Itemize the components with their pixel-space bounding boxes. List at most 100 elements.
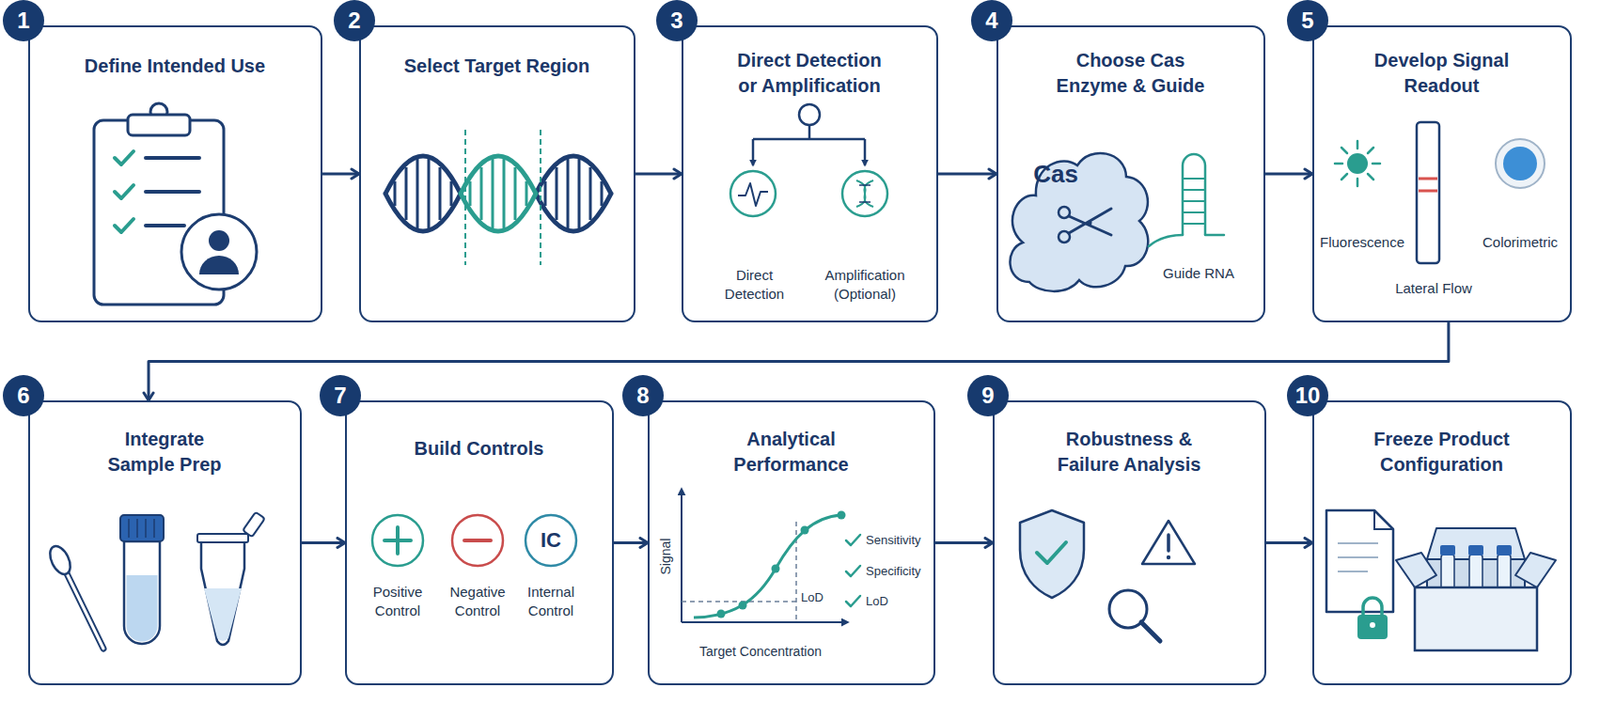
metric-label: LoD — [865, 592, 889, 612]
process-step-box: 2Select Target Region — [359, 25, 636, 323]
lateral-flow-strip — [1416, 122, 1440, 264]
microtube-liquid — [203, 588, 242, 642]
swab-stick-outline — [64, 569, 104, 649]
colorimetric-well — [1495, 139, 1545, 189]
scissors-blades — [1068, 208, 1112, 236]
icon-caption: Colorimetric — [1473, 233, 1568, 252]
spec-document — [1326, 510, 1394, 612]
metric-label: Sensitivity — [865, 531, 922, 550]
warning-dot — [1166, 555, 1171, 560]
step-title: Analytical Performance — [725, 426, 858, 478]
lock-shackle — [1363, 597, 1382, 617]
user-shoulders — [199, 255, 239, 275]
icon-caption: Fluorescence — [1315, 233, 1410, 252]
step-title: Build Controls — [357, 436, 602, 462]
guide-rna-hairpin — [1182, 154, 1206, 236]
data-point — [837, 511, 847, 520]
step-number: 9 — [967, 375, 1009, 417]
guide-rna-tail — [1148, 235, 1224, 247]
step-number: 10 — [1286, 375, 1329, 417]
control-symbol: IC — [527, 528, 575, 553]
cap-ridges — [128, 518, 155, 538]
microtube-rim — [197, 533, 249, 543]
branch-origin — [799, 104, 820, 126]
flow-arrow — [322, 172, 360, 176]
step-number: 7 — [319, 375, 361, 417]
cas-enzyme-cloud — [1009, 153, 1148, 292]
process-step-box: 5Develop Signal ReadoutFluorescenceLater… — [1312, 25, 1572, 323]
icon-caption: Internal Control — [513, 582, 589, 621]
branch-line — [752, 125, 865, 140]
microtube — [201, 540, 245, 645]
warning-triangle — [1142, 520, 1195, 565]
step-number: 5 — [1286, 0, 1329, 42]
vial-cap — [1468, 545, 1484, 556]
kit-right-flap — [1515, 552, 1556, 588]
x-axis — [681, 621, 848, 624]
negative-control-icon — [452, 515, 503, 566]
tube-cap — [120, 515, 164, 542]
detection-icon — [730, 171, 776, 217]
process-step-box: 1Define Intended Use — [28, 25, 323, 323]
microtube-lid — [242, 512, 266, 538]
axis-label: Signal — [656, 523, 675, 590]
icon-caption: Target Concentration — [675, 642, 846, 661]
test-lines — [1418, 178, 1438, 191]
data-point — [771, 564, 781, 574]
positive-control-icon — [372, 515, 424, 566]
flow-arrow — [635, 172, 682, 176]
process-step-box: 7Build ControlsICPositive ControlNegativ… — [345, 400, 614, 686]
lod-label: LoD — [800, 588, 824, 608]
mini-dna — [856, 180, 874, 207]
icon-caption: Guide RNA — [1151, 264, 1246, 283]
fluorescence-icon — [1347, 153, 1368, 174]
lock-keyhole — [1369, 622, 1376, 628]
fluorescence-rays — [1334, 141, 1381, 187]
step-title: Define Intended Use — [33, 53, 316, 79]
enzyme-label: Cas — [1018, 159, 1094, 189]
check-marks — [114, 151, 134, 233]
step-title: Select Target Region — [365, 53, 629, 79]
process-step-box: 9Robustness & Failure Analysis — [992, 400, 1267, 686]
flow-arrow — [1266, 541, 1313, 545]
kit-left-flap — [1396, 552, 1437, 588]
swab-tip — [46, 543, 75, 579]
signal-pulse — [737, 183, 769, 206]
branch-arrow — [863, 139, 867, 166]
step-title: Develop Signal Readout — [1362, 47, 1522, 99]
process-step-box: 8Analytical PerformanceSignalSensitivity… — [647, 400, 936, 686]
warning-mark — [1166, 534, 1171, 551]
step-number: 1 — [2, 0, 45, 42]
process-step-box: 6Integrate Sample Prep — [28, 400, 302, 686]
tube-liquid — [126, 575, 158, 643]
vial-cap — [1496, 545, 1512, 556]
colorimetric-color — [1503, 146, 1538, 181]
dna-rungs — [394, 158, 602, 229]
step-number: 3 — [656, 0, 698, 42]
minus-sign — [464, 538, 491, 543]
icon-caption: Amplification (Optional) — [813, 266, 917, 304]
mini-dna-rungs — [859, 185, 871, 203]
process-step-box: 4Choose Cas Enzyme & GuideCasGuide RNA — [996, 25, 1266, 323]
step-number: 6 — [2, 375, 45, 417]
lod-guide — [681, 521, 797, 623]
step-title: Choose Cas Enzyme & Guide — [1038, 47, 1223, 99]
data-point — [717, 610, 726, 619]
target-boundary — [465, 129, 541, 266]
guide-rna-pairs — [1182, 178, 1206, 224]
flow-arrow — [613, 541, 648, 545]
user-head — [208, 230, 230, 251]
flow-arrow — [935, 541, 993, 545]
shield-icon — [1019, 510, 1084, 598]
response-curve — [693, 515, 842, 618]
clipboard-clip — [127, 114, 190, 136]
step-number: 8 — [622, 375, 664, 417]
metric-label: Specificity — [865, 562, 922, 581]
kit-box-front — [1414, 587, 1538, 651]
flow-arrow — [301, 541, 346, 545]
amplification-icon — [842, 171, 888, 217]
magnifier-handle — [1141, 622, 1161, 642]
dna-strand — [385, 156, 612, 232]
swab-stick — [64, 569, 104, 649]
